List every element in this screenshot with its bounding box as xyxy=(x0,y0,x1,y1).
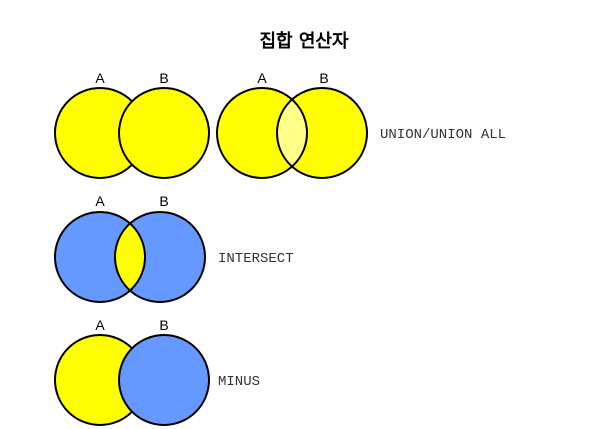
set-a-label: A xyxy=(95,193,105,209)
set-b-circle xyxy=(118,87,210,179)
set-a-label: A xyxy=(95,317,105,333)
set-b-label: B xyxy=(159,193,168,209)
set-a-label: A xyxy=(257,70,267,86)
union-venn-overlap: A B xyxy=(216,70,368,179)
set-a-outline xyxy=(216,87,308,179)
minus-operation-label: MINUS xyxy=(218,374,260,390)
set-a-label: A xyxy=(95,70,105,86)
set-b-label: B xyxy=(159,317,168,333)
set-b-outline xyxy=(276,87,368,179)
intersect-operation-label: INTERSECT xyxy=(218,251,294,267)
minus-venn: A B xyxy=(54,317,210,426)
intersection-region xyxy=(115,212,145,302)
set-b-label: B xyxy=(319,70,328,86)
set-b-outline xyxy=(114,211,206,303)
union-operation-label: UNION/UNION ALL xyxy=(380,127,506,143)
set-b-circle xyxy=(118,334,210,426)
union-venn-plain: A B xyxy=(54,70,210,179)
set-a-outline xyxy=(54,211,146,303)
intersection-region xyxy=(277,88,307,178)
diagram-title: 집합 연산자 xyxy=(259,30,349,52)
intersect-venn: A B xyxy=(54,193,206,303)
set-b-label: B xyxy=(159,70,168,86)
